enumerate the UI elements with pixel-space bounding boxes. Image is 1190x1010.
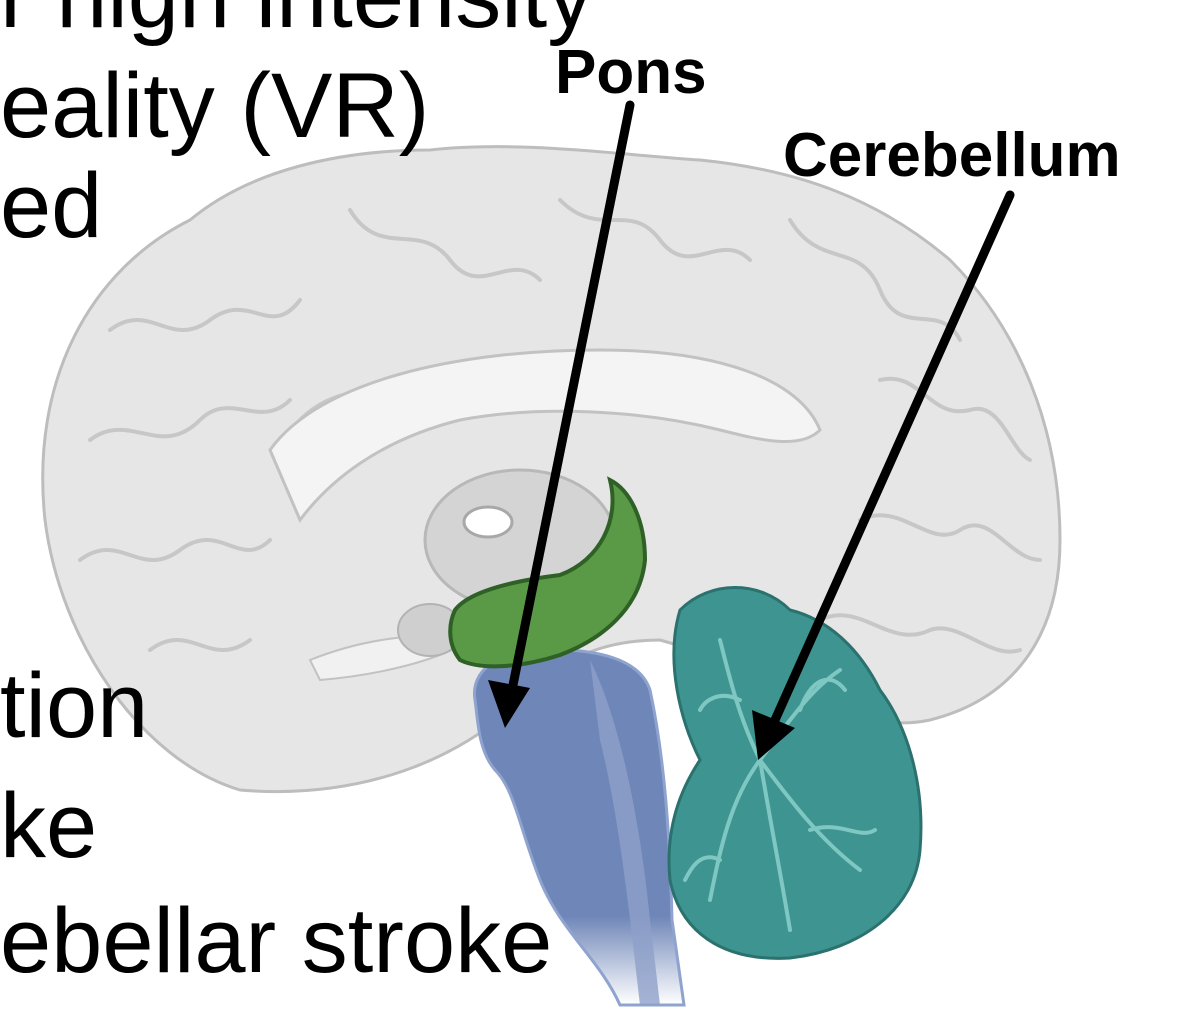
brain-diagram: [0, 0, 1190, 1010]
